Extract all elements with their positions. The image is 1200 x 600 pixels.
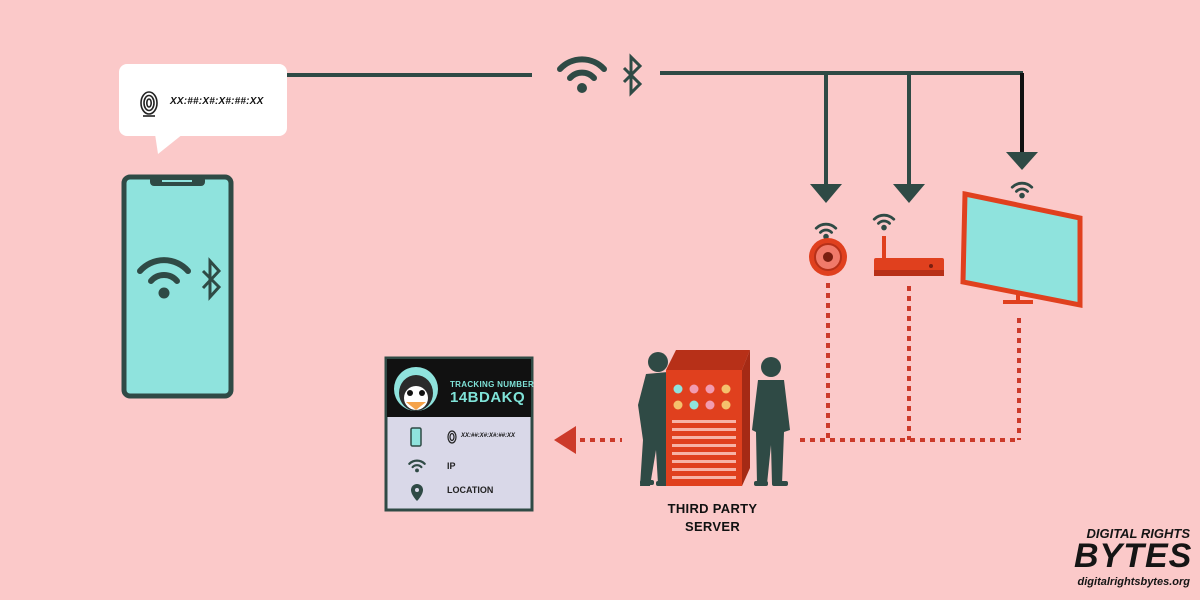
card-ip-label: IP: [447, 461, 456, 471]
arrow-heads: [810, 152, 1038, 203]
person-right: [752, 357, 790, 486]
network-line: [287, 71, 1024, 185]
location-pin-icon: [411, 484, 423, 501]
card-fingerprint-icon: [447, 430, 457, 444]
brand-url: digitalrightsbytes.org: [1077, 576, 1190, 588]
server-label-line2: SERVER: [684, 519, 741, 534]
phone: [121, 174, 234, 399]
tracking-number-label: TRACKING NUMBER: [450, 380, 535, 389]
phone-bluetooth-icon: [201, 257, 222, 301]
router-device: [872, 213, 944, 276]
mac-address-text: XX:##:X#:X#:##:XX: [170, 96, 264, 107]
wifi-icon: [557, 56, 607, 93]
camera-device: [809, 222, 847, 276]
server: [666, 350, 750, 486]
brand-name: BYTES: [1074, 537, 1193, 575]
tracking-number-value: 14BDAKQ: [450, 389, 526, 406]
flow-arrow-head: [554, 426, 576, 454]
card-mac-address: XX:##:X#:X#:##:XX: [461, 433, 516, 439]
brand-title: DIGITAL RIGHTS: [1086, 526, 1190, 541]
speech-bubble: [119, 64, 287, 154]
smart-tv-device: [960, 181, 1083, 309]
data-flow-lines: [580, 283, 1021, 442]
fingerprint-icon: [140, 91, 158, 117]
server-label: THIRD PARTY SERVER: [640, 500, 785, 536]
card-wifi-icon: [408, 459, 426, 473]
card-location-label: LOCATION: [447, 485, 494, 495]
server-label-line1: THIRD PARTY: [667, 501, 758, 516]
penguin-avatar: [394, 367, 438, 411]
phone-wifi-icon: [137, 257, 191, 299]
bluetooth-icon: [622, 53, 643, 97]
card-phone-icon: [410, 427, 422, 447]
